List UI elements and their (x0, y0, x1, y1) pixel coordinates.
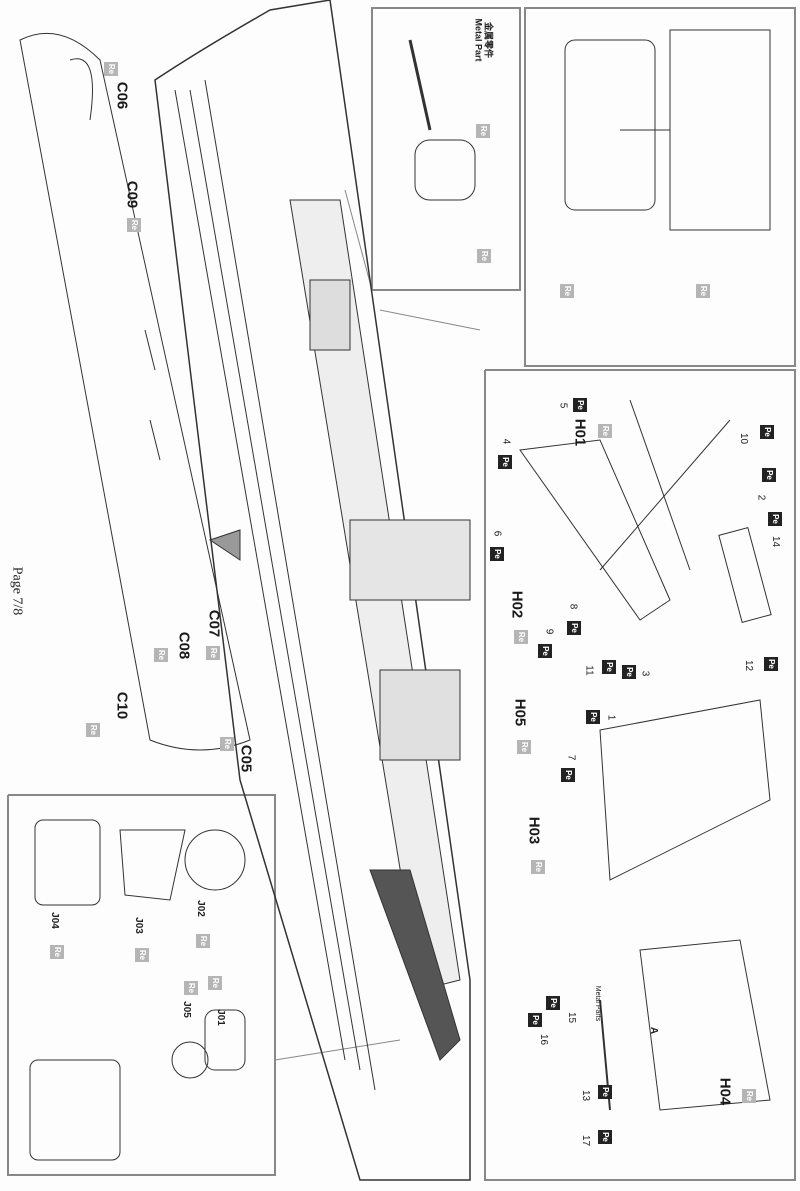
pe-badge: Pe (538, 644, 552, 658)
pe-number-10: 10 (738, 432, 750, 445)
pe-number-3: 3 (639, 670, 651, 677)
resin-badge: Re (531, 860, 545, 874)
resin-badge: Re (220, 737, 234, 751)
part-j04: J04 (48, 912, 60, 929)
resin-badge: Re (598, 424, 612, 438)
resin-badge: Re (127, 218, 141, 232)
part-c05: C05 (237, 744, 255, 773)
metal-parts-label: Metal Parts (594, 985, 602, 1022)
pe-badge: Pe (762, 468, 776, 482)
resin-badge: Re (742, 1089, 756, 1103)
pe-number-12: 12 (743, 659, 755, 672)
pe-number-6: 6 (491, 530, 503, 537)
pe-number-11: 11 (583, 665, 595, 676)
pe-number-4: 4 (500, 438, 512, 445)
resin-badge: Re (514, 630, 528, 644)
pe-number-1: 1 (605, 714, 617, 721)
pe-badge: Pe (602, 660, 616, 674)
pe-number-15: 15 (566, 1011, 578, 1024)
part-c09: C09 (123, 180, 141, 209)
pe-number-2: 2 (755, 494, 767, 501)
hull-bottom (19, 32, 251, 751)
resin-badge: Re (104, 62, 118, 76)
part-h01: H01 (571, 418, 589, 447)
pe-badge: Pe (586, 710, 600, 724)
resin-badge: Re (696, 284, 710, 298)
pe-badge: Pe (573, 398, 587, 412)
page-number: Page 7/8 (9, 566, 25, 616)
pe-badge: Pe (498, 455, 512, 469)
part-c07: C07 (205, 609, 223, 638)
part-h05: H05 (511, 698, 529, 727)
pe-number-7: 7 (565, 754, 577, 761)
pe-number-16: 16 (538, 1033, 550, 1046)
part-c10: C10 (113, 691, 131, 720)
resin-badge: Re (135, 948, 149, 962)
resin-badge: Re (517, 740, 531, 754)
inset-helicopter-frame (484, 369, 796, 1181)
part-j02: J02 (194, 900, 206, 917)
pe-number-9: 9 (543, 628, 555, 635)
pe-badge: Pe (622, 665, 636, 679)
pe-number-17: 17 (580, 1134, 592, 1147)
pe-badge: Pe (598, 1085, 612, 1099)
pe-badge: Pe (598, 1130, 612, 1144)
resin-badge: Re (86, 723, 100, 737)
resin-badge: Re (184, 981, 198, 995)
part-j03: J03 (132, 917, 144, 934)
inset-turret-frame (7, 794, 276, 1176)
inset-metal-part-frame (371, 7, 521, 291)
resin-badge: Re (206, 646, 220, 660)
resin-badge: Re (560, 284, 574, 298)
part-j01: J01 (214, 1009, 226, 1026)
pe-badge: Pe (567, 621, 581, 635)
part-h02: H02 (508, 590, 526, 619)
pe-badge: Pe (546, 996, 560, 1010)
marker-a: A (648, 1026, 660, 1035)
pe-badge: Pe (490, 547, 504, 561)
part-h04: H04 (716, 1077, 734, 1106)
pe-badge: Pe (760, 425, 774, 439)
pe-badge: Pe (561, 768, 575, 782)
resin-badge: Re (196, 934, 210, 948)
pe-badge: Pe (764, 657, 778, 671)
resin-badge: Re (50, 945, 64, 959)
ship-hull (154, 0, 471, 1181)
pe-number-5: 5 (557, 402, 569, 409)
pe-number-8: 8 (567, 603, 579, 610)
pe-badge: Pe (528, 1013, 542, 1027)
pe-number-13: 13 (580, 1089, 592, 1102)
resin-badge: Re (154, 648, 168, 662)
inset-launcher-frame (524, 7, 796, 367)
part-c08: C08 (175, 631, 193, 660)
resin-badge: Re (476, 124, 490, 138)
resin-badge: Re (477, 249, 491, 263)
pe-badge: Pe (768, 512, 782, 526)
part-j05: J05 (180, 1001, 192, 1018)
resin-badge: Re (208, 976, 222, 990)
part-h03: H03 (525, 816, 543, 845)
part-c06: C06 (113, 81, 131, 110)
pe-number-14: 14 (770, 535, 782, 548)
